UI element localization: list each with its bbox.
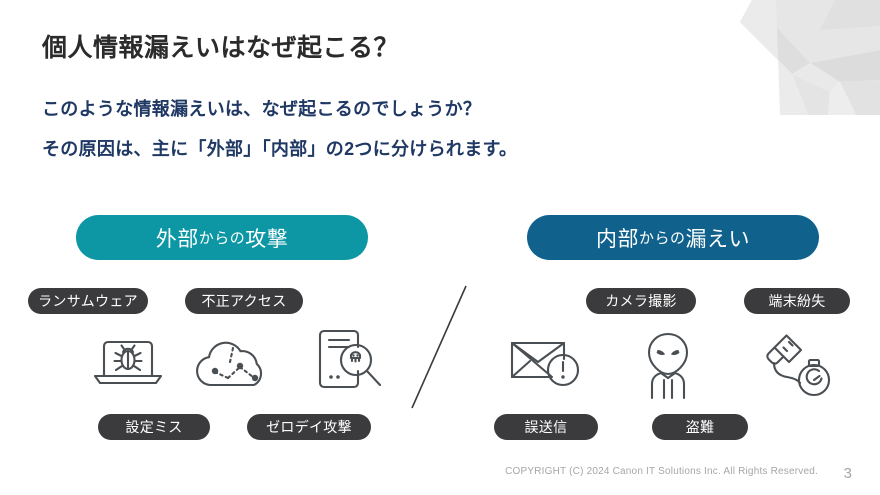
slide-title: 個人情報漏えいはなぜ起こる？ xyxy=(42,34,400,62)
tag-camera-photography: カメラ撮影 xyxy=(586,288,696,314)
server-magnifier-skull-icon xyxy=(310,325,388,401)
cloud-network-icon xyxy=(190,336,274,392)
category-external-main-1: 外部 xyxy=(155,227,199,251)
category-external-sub: からの xyxy=(198,230,246,247)
tag-unauthorized-access: 不正アクセス xyxy=(185,288,303,314)
category-internal-main-2: 漏えい xyxy=(685,227,750,251)
tag-zero-day-attack: ゼロデイ攻撃 xyxy=(247,414,371,440)
category-pill-internal-leak: 内部からの漏えい xyxy=(527,215,819,260)
tag-misconfiguration: 設定ミス xyxy=(98,414,210,440)
alien-person-icon xyxy=(632,330,704,400)
tag-ransomware: ランサムウェア xyxy=(28,288,148,314)
section-divider-line xyxy=(411,285,467,409)
laptop-bug-icon xyxy=(90,330,166,394)
envelope-alert-icon xyxy=(508,337,586,391)
category-pill-external-attack: 外部からの攻撃 xyxy=(76,215,368,260)
footer-copyright: COPYRIGHT (C) 2024 Canon IT Solutions In… xyxy=(505,466,818,477)
category-internal-sub: からの xyxy=(638,230,686,247)
tag-misdelivery: 誤送信 xyxy=(494,414,598,440)
tag-theft: 盗難 xyxy=(652,414,748,440)
usb-stopwatch-icon xyxy=(762,330,836,400)
category-internal-main-1: 内部 xyxy=(595,227,639,251)
corner-polygon-decoration xyxy=(740,0,880,115)
lead-paragraph-line-1: このような情報漏えいは、なぜ起こるのでしょうか？ xyxy=(42,99,482,119)
category-external-main-2: 攻撃 xyxy=(245,227,289,251)
tag-device-loss: 端末紛失 xyxy=(744,288,850,314)
lead-paragraph-line-2: その原因は、主に「外部」「内部」の2つに分けられます。 xyxy=(42,139,518,159)
footer-page-number: 3 xyxy=(843,465,852,482)
